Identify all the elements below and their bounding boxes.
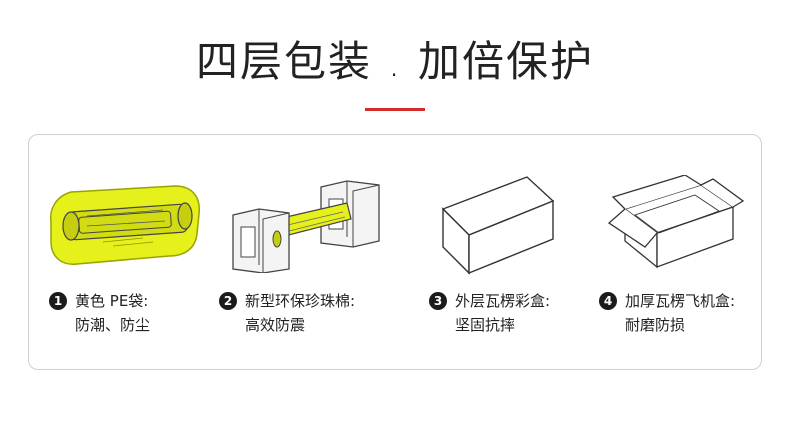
layer-2-desc: 高效防震 xyxy=(245,316,306,334)
layer-2-caption: 2 新型环保珍珠棉: 高效防震 xyxy=(219,289,355,337)
layer-4-desc: 耐磨防损 xyxy=(625,316,686,334)
layer-2-title: 新型环保珍珠棉: xyxy=(245,292,356,310)
page-title: 四层包装 . 加倍保护 xyxy=(195,37,595,86)
color-box-icon xyxy=(439,173,559,277)
packaging-panel: 1 黄色 PE袋: 防潮、防尘 2 新型环保珍珠棉: 高效防震 3 外层瓦楞彩盒: 坚… xyxy=(28,134,762,370)
layer-3-desc: 坚固抗摔 xyxy=(455,316,516,334)
layer-1-title: 黄色 PE袋: xyxy=(75,292,149,310)
number-badge-2: 2 xyxy=(219,292,237,310)
layer-1-caption: 1 黄色 PE袋: 防潮、防尘 xyxy=(49,289,150,337)
title-accent-line xyxy=(365,108,425,111)
layer-4-caption: 4 加厚瓦楞飞机盒: 耐磨防损 xyxy=(599,289,735,337)
layer-3-title: 外层瓦楞彩盒: xyxy=(455,292,551,310)
number-badge-3: 3 xyxy=(429,292,447,310)
yellow-pe-bag-icon xyxy=(43,180,205,270)
layer-1-desc: 防潮、防尘 xyxy=(75,316,151,334)
number-badge-4: 4 xyxy=(599,292,617,310)
pearl-cotton-foam-icon xyxy=(229,177,389,274)
layer-4-title: 加厚瓦楞飞机盒: xyxy=(625,292,736,310)
number-badge-1: 1 xyxy=(49,292,67,310)
layer-3-caption: 3 外层瓦楞彩盒: 坚固抗摔 xyxy=(429,289,550,337)
open-mailer-box-icon xyxy=(605,174,745,275)
